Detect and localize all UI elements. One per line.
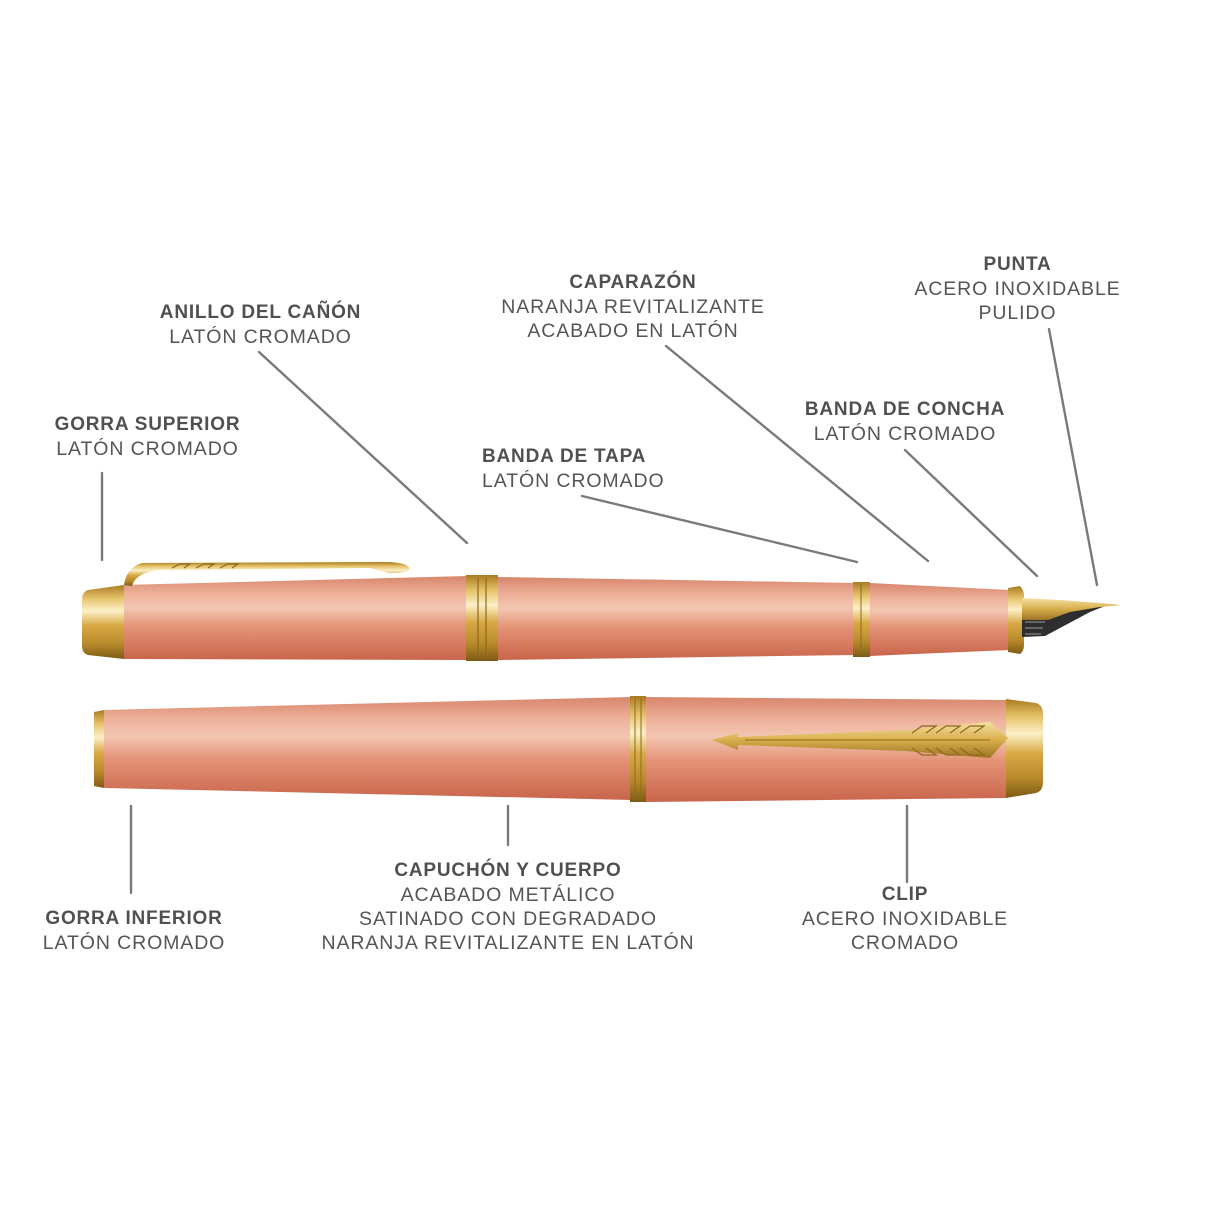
leader-anillo	[257, 350, 469, 545]
label-anillo-del-canon: ANILLO DEL CAÑÓN LATÓN CROMADO	[118, 301, 403, 349]
top-cap-end	[82, 585, 124, 659]
label-title: CAPARAZÓN	[569, 272, 697, 293]
grip-section	[870, 583, 1010, 656]
label-line: PULIDO	[978, 302, 1057, 324]
leader-caparazon	[664, 344, 930, 563]
leader-lines	[100, 327, 1099, 895]
leader-punta	[1047, 327, 1099, 587]
upper-body	[498, 577, 855, 660]
label-line: CROMADO	[850, 932, 960, 954]
nib	[1022, 598, 1122, 620]
label-line: LATÓN CROMADO	[169, 326, 352, 348]
upper-barrel	[124, 576, 468, 660]
label-title: PUNTA	[983, 254, 1052, 275]
bottom-cap-end	[94, 710, 104, 788]
upper-pen	[82, 562, 1122, 661]
label-line: SATINADO CON DEGRADADO	[359, 908, 657, 930]
barrel-ring	[466, 575, 498, 661]
leader-banda-concha	[903, 448, 1039, 578]
label-line: LATÓN CROMADO	[813, 423, 997, 445]
label-caparazon: CAPARAZÓN NARANJA REVITALIZANTE ACABADO …	[470, 271, 796, 343]
label-capuchon-y-cuerpo: CAPUCHÓN Y CUERPO ACABADO METÁLICO SATIN…	[298, 859, 718, 955]
label-title: GORRA INFERIOR	[45, 908, 223, 929]
label-line: NARANJA REVITALIZANTE	[501, 296, 765, 318]
label-banda-de-concha: BANDA DE CONCHA LATÓN CROMADO	[780, 398, 1030, 446]
label-line: LATÓN CROMADO	[482, 470, 665, 492]
label-banda-de-tapa: BANDA DE TAPA LATÓN CROMADO	[470, 445, 702, 493]
label-line: NARANJA REVITALIZANTE EN LATÓN	[321, 932, 695, 954]
label-title: CAPUCHÓN Y CUERPO	[394, 860, 622, 881]
lower-body	[104, 697, 632, 800]
cap-band	[853, 582, 870, 657]
label-gorra-superior: GORRA SUPERIOR LATÓN CROMADO	[20, 413, 275, 461]
label-line: ACABADO METÁLICO	[400, 884, 616, 906]
label-title: ANILLO DEL CAÑÓN	[159, 302, 362, 323]
label-title: BANDA DE CONCHA	[804, 399, 1006, 420]
label-line: ACERO INOXIDABLE	[914, 278, 1121, 300]
label-gorra-inferior: GORRA INFERIOR LATÓN CROMADO	[18, 907, 250, 955]
shell-band	[1008, 586, 1024, 654]
upper-clip	[124, 562, 410, 586]
arrow-clip	[712, 722, 1008, 758]
label-title: CLIP	[881, 884, 929, 905]
label-line: LATÓN CROMADO	[42, 932, 226, 954]
lower-cap-top	[1006, 699, 1043, 798]
label-title: BANDA DE TAPA	[482, 446, 647, 467]
label-title: GORRA SUPERIOR	[54, 414, 241, 435]
lower-cap	[646, 697, 1010, 802]
lower-cap-ring	[630, 696, 646, 802]
label-line: ACABADO EN LATÓN	[527, 320, 739, 342]
feed	[1022, 604, 1110, 637]
leader-banda-tapa	[580, 494, 859, 564]
label-line: ACERO INOXIDABLE	[801, 908, 1009, 930]
label-line: LATÓN CROMADO	[56, 438, 239, 460]
label-punta: PUNTA ACERO INOXIDABLE PULIDO	[895, 253, 1140, 325]
lower-pen	[94, 696, 1043, 802]
label-clip: CLIP ACERO INOXIDABLE CROMADO	[780, 883, 1030, 955]
